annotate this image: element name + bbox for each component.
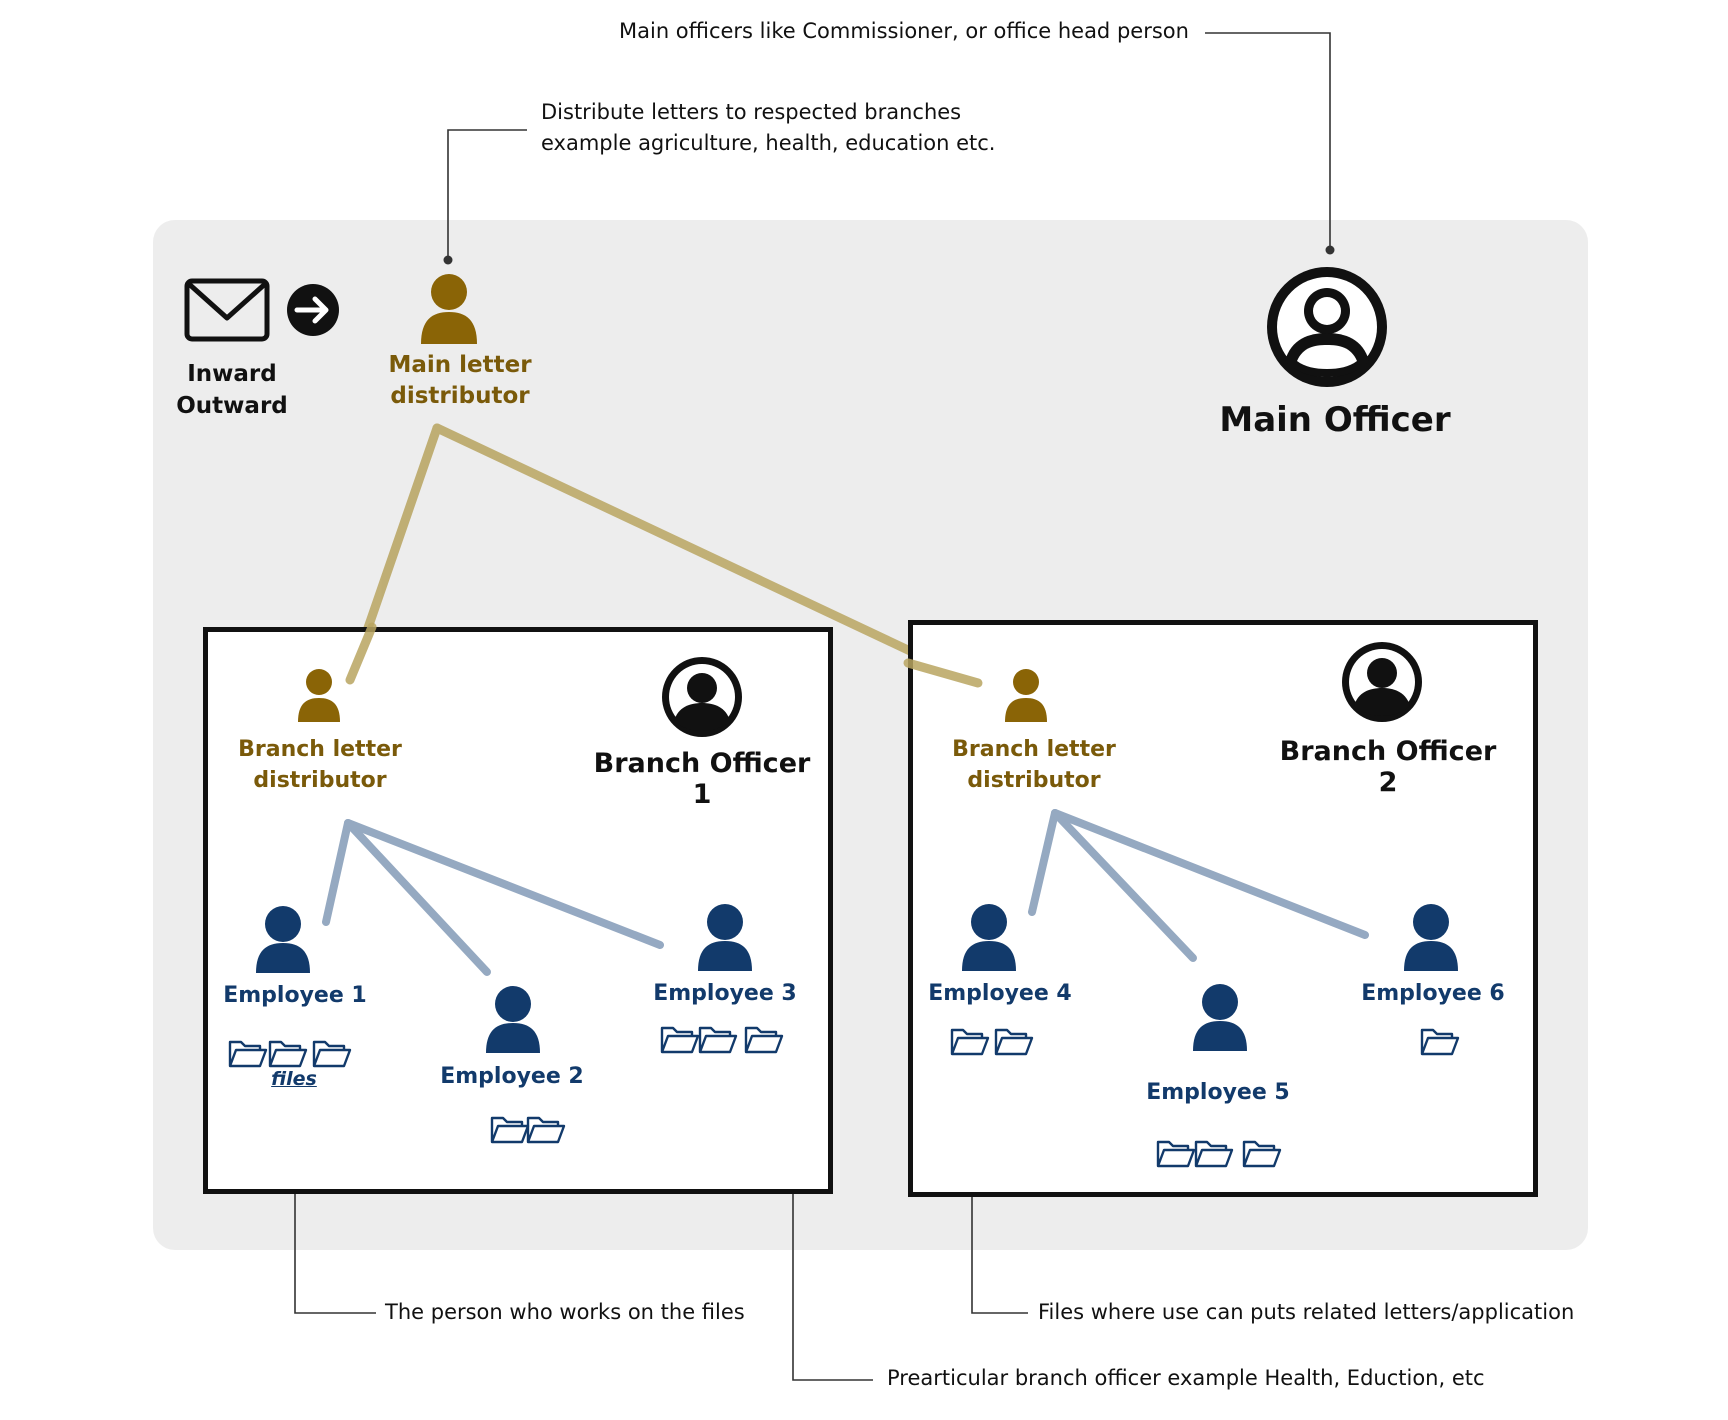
link-b1-emp3	[344, 819, 664, 949]
link-b2-emp5	[1051, 809, 1197, 962]
folder-icon[interactable]	[660, 1022, 700, 1056]
branch1-officer-label: Branch Officer 1	[593, 748, 811, 810]
folder-icon[interactable]	[698, 1022, 738, 1056]
main-officer-user-circle-icon[interactable]	[1265, 265, 1389, 389]
link-b2-emp4	[1028, 809, 1059, 916]
employee3-label: Employee 3	[653, 981, 797, 1006]
folder-icon[interactable]	[1420, 1024, 1460, 1058]
employee-note: The person who works on the files	[385, 1300, 745, 1324]
employee1-label: Employee 1	[223, 983, 367, 1008]
folder-icon[interactable]	[228, 1036, 268, 1070]
link-main-to-branch1-inner	[345, 622, 377, 685]
link-b2-emp6	[1051, 809, 1369, 939]
folder-icon[interactable]	[1194, 1136, 1234, 1170]
arrow-right-circle-icon[interactable]	[285, 282, 341, 338]
folder-icon[interactable]	[490, 1112, 530, 1146]
employee4-user-icon[interactable]	[960, 903, 1018, 971]
employee6-files	[1420, 1024, 1464, 1060]
leader-dot-main-distributor	[443, 255, 453, 265]
outward-label: Outward	[176, 393, 288, 419]
folder-icon[interactable]	[1156, 1136, 1196, 1170]
envelope-icon[interactable]	[184, 278, 274, 344]
employee5-user-icon[interactable]	[1191, 983, 1249, 1051]
branch2-distributor-user-icon[interactable]	[1003, 668, 1049, 722]
folder-icon[interactable]	[950, 1024, 990, 1058]
employee1-files	[228, 1036, 358, 1072]
employee5-files	[1156, 1136, 1286, 1172]
branch2-officer-label: Branch Officer 2	[1279, 736, 1497, 798]
folder-icon[interactable]	[312, 1036, 352, 1070]
folder-icon[interactable]	[744, 1022, 784, 1056]
branch1-distributor-label: Branch letter distributor	[238, 737, 402, 793]
employee4-files	[950, 1024, 1040, 1060]
employee3-files	[660, 1022, 790, 1058]
main-distributor-label: Main letter distributor	[388, 352, 532, 409]
folder-icon[interactable]	[526, 1112, 566, 1146]
main-officer-note: Main officers like Commissioner, or offi…	[619, 19, 1189, 43]
employee2-files	[490, 1112, 580, 1148]
branch1-officer-user-circle-icon[interactable]	[660, 655, 744, 739]
main-distributor-user-icon[interactable]	[418, 272, 480, 344]
leader-dot-main-officer	[1325, 245, 1335, 255]
branch2-distributor-label: Branch letter distributor	[952, 737, 1116, 793]
employee6-label: Employee 6	[1361, 981, 1505, 1006]
branch2-officer-user-circle-icon[interactable]	[1340, 640, 1424, 724]
folder-icon[interactable]	[994, 1024, 1034, 1058]
folder-icon[interactable]	[1242, 1136, 1282, 1170]
leader-main-officer	[1205, 32, 1331, 248]
folder-icon[interactable]	[268, 1036, 308, 1070]
employee2-label: Employee 2	[440, 1064, 584, 1089]
link-b1-emp2	[344, 819, 491, 976]
distributor-note: Distribute letters to respected branches…	[541, 100, 996, 155]
inward-label: Inward	[187, 361, 277, 387]
employee1-user-icon[interactable]	[254, 905, 312, 973]
employee3-user-icon[interactable]	[696, 903, 754, 971]
employee6-user-icon[interactable]	[1402, 903, 1460, 971]
branch-officer-note: Prearticular branch officer example Heal…	[887, 1366, 1485, 1390]
employee1-files-caption[interactable]: files	[271, 1068, 317, 1090]
employee2-user-icon[interactable]	[484, 985, 542, 1053]
employee5-label: Employee 5	[1146, 1080, 1290, 1105]
employee4-label: Employee 4	[928, 981, 1072, 1006]
link-main-to-branch2	[432, 423, 983, 688]
link-b1-emp1	[322, 819, 352, 926]
files-note: Files where use can puts related letters…	[1038, 1300, 1575, 1324]
main-officer-label: Main Officer	[1219, 400, 1451, 440]
branch1-distributor-user-icon[interactable]	[296, 668, 342, 722]
leader-main-distributor	[447, 129, 527, 258]
link-main-to-branch2-inner	[903, 658, 983, 688]
inward-outward-label: Inward Outward	[170, 358, 294, 422]
